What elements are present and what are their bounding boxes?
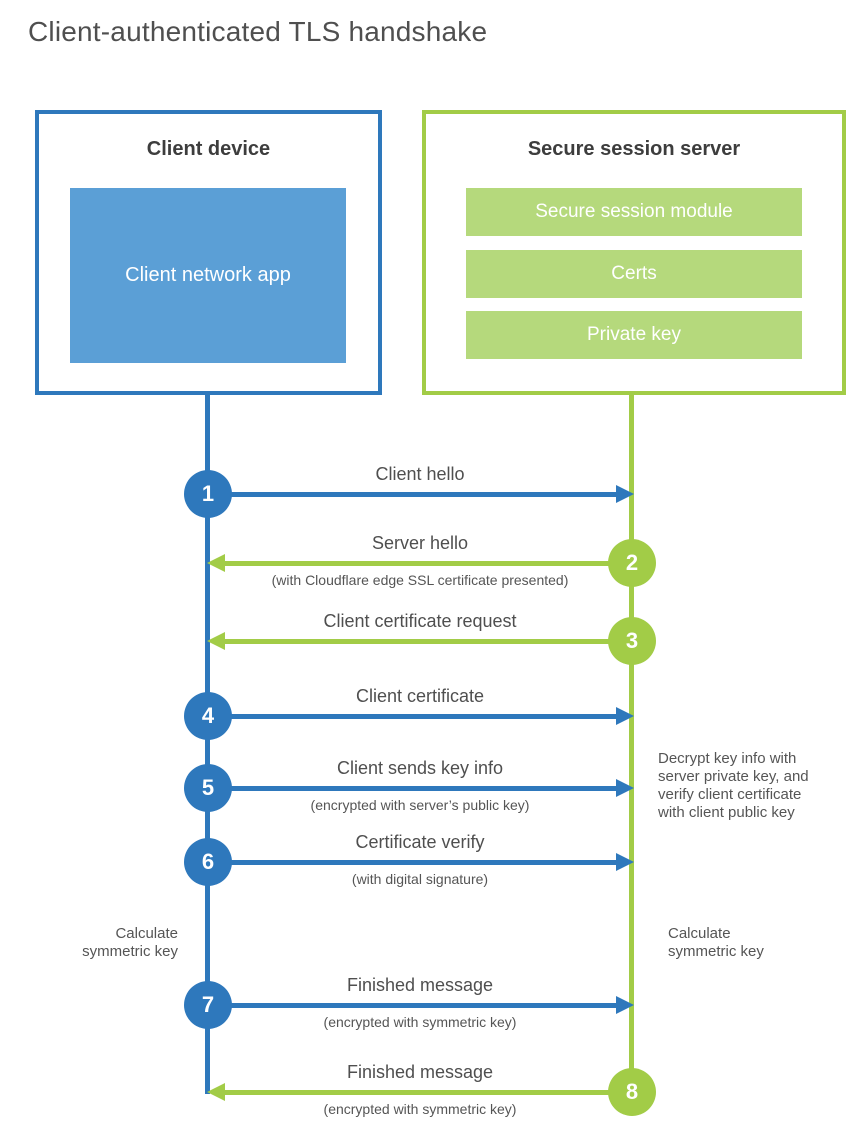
arrow-line-right bbox=[230, 714, 616, 719]
arrow-line-right bbox=[230, 1003, 616, 1008]
arrow-line-left bbox=[225, 561, 610, 566]
page-title: Client-authenticated TLS handshake bbox=[28, 16, 488, 47]
note-decrypt-key-info: Decrypt key info with server private key… bbox=[658, 750, 809, 821]
message-subtitle: (with digital signature) bbox=[351, 871, 489, 887]
message-label: Finished message bbox=[346, 1062, 494, 1082]
message-label: Client sends key info bbox=[336, 758, 504, 778]
client-network-app-label: Client network app bbox=[125, 264, 291, 286]
step-circle: 6 bbox=[184, 838, 232, 886]
step-circle: 2 bbox=[608, 539, 656, 587]
message-label: Client certificate request bbox=[323, 611, 517, 631]
client-network-app-box: Client network app bbox=[70, 188, 346, 363]
step-circle: 3 bbox=[608, 617, 656, 665]
arrow-line-left bbox=[225, 639, 610, 644]
client-lifeline bbox=[205, 394, 210, 1094]
server-module-certs: Certs bbox=[466, 250, 802, 298]
step-number: 4 bbox=[201, 703, 215, 728]
client-device-heading: Client device bbox=[146, 138, 271, 160]
arrowhead-right-icon bbox=[616, 485, 634, 503]
message-label: Server hello bbox=[371, 533, 469, 553]
step-circle: 7 bbox=[184, 981, 232, 1029]
arrowhead-right-icon bbox=[616, 779, 634, 797]
server-module-private-key: Private key bbox=[466, 311, 802, 359]
arrowhead-right-icon bbox=[616, 853, 634, 871]
note-calculate-symmetric-key-client: Calculate symmetric key bbox=[82, 925, 178, 960]
secure-session-server-heading: Secure session server bbox=[527, 138, 741, 160]
step-number: 6 bbox=[201, 849, 215, 874]
note-calculate-symmetric-key-server: Calculate symmetric key bbox=[668, 925, 764, 960]
arrow-line-right bbox=[230, 492, 616, 497]
message-label: Finished message bbox=[346, 975, 494, 995]
step-circle: 5 bbox=[184, 764, 232, 812]
arrowhead-left-icon bbox=[207, 554, 225, 572]
step-circle: 4 bbox=[184, 692, 232, 740]
arrowhead-left-icon bbox=[207, 632, 225, 650]
step-circle: 8 bbox=[608, 1068, 656, 1116]
message-subtitle: (encrypted with server’s public key) bbox=[310, 797, 530, 813]
message-label: Certificate verify bbox=[355, 832, 485, 852]
message-subtitle: (with Cloudflare edge SSL certificate pr… bbox=[271, 572, 569, 588]
arrow-line-right bbox=[230, 786, 616, 791]
step-circle: 1 bbox=[184, 470, 232, 518]
arrowhead-left-icon bbox=[207, 1083, 225, 1101]
step-number: 3 bbox=[625, 628, 639, 653]
secure-session-server-box: Secure session server Secure session mod… bbox=[422, 110, 846, 395]
arrow-line-left bbox=[225, 1090, 610, 1095]
step-number: 7 bbox=[201, 992, 215, 1017]
server-module-secure-session-module: Secure session module bbox=[466, 188, 802, 236]
step-number: 5 bbox=[201, 775, 215, 800]
message-subtitle: (encrypted with symmetric key) bbox=[323, 1101, 517, 1117]
message-label: Client hello bbox=[375, 464, 465, 484]
server-lifeline bbox=[629, 394, 634, 1094]
step-number: 1 bbox=[201, 481, 215, 506]
arrowhead-right-icon bbox=[616, 996, 634, 1014]
message-label: Client certificate bbox=[355, 686, 485, 706]
message-subtitle: (encrypted with symmetric key) bbox=[323, 1014, 517, 1030]
step-number: 8 bbox=[625, 1079, 639, 1104]
arrow-line-right bbox=[230, 860, 616, 865]
arrowhead-right-icon bbox=[616, 707, 634, 725]
step-number: 2 bbox=[625, 550, 639, 575]
client-device-box: Client device Client network app bbox=[35, 110, 382, 395]
